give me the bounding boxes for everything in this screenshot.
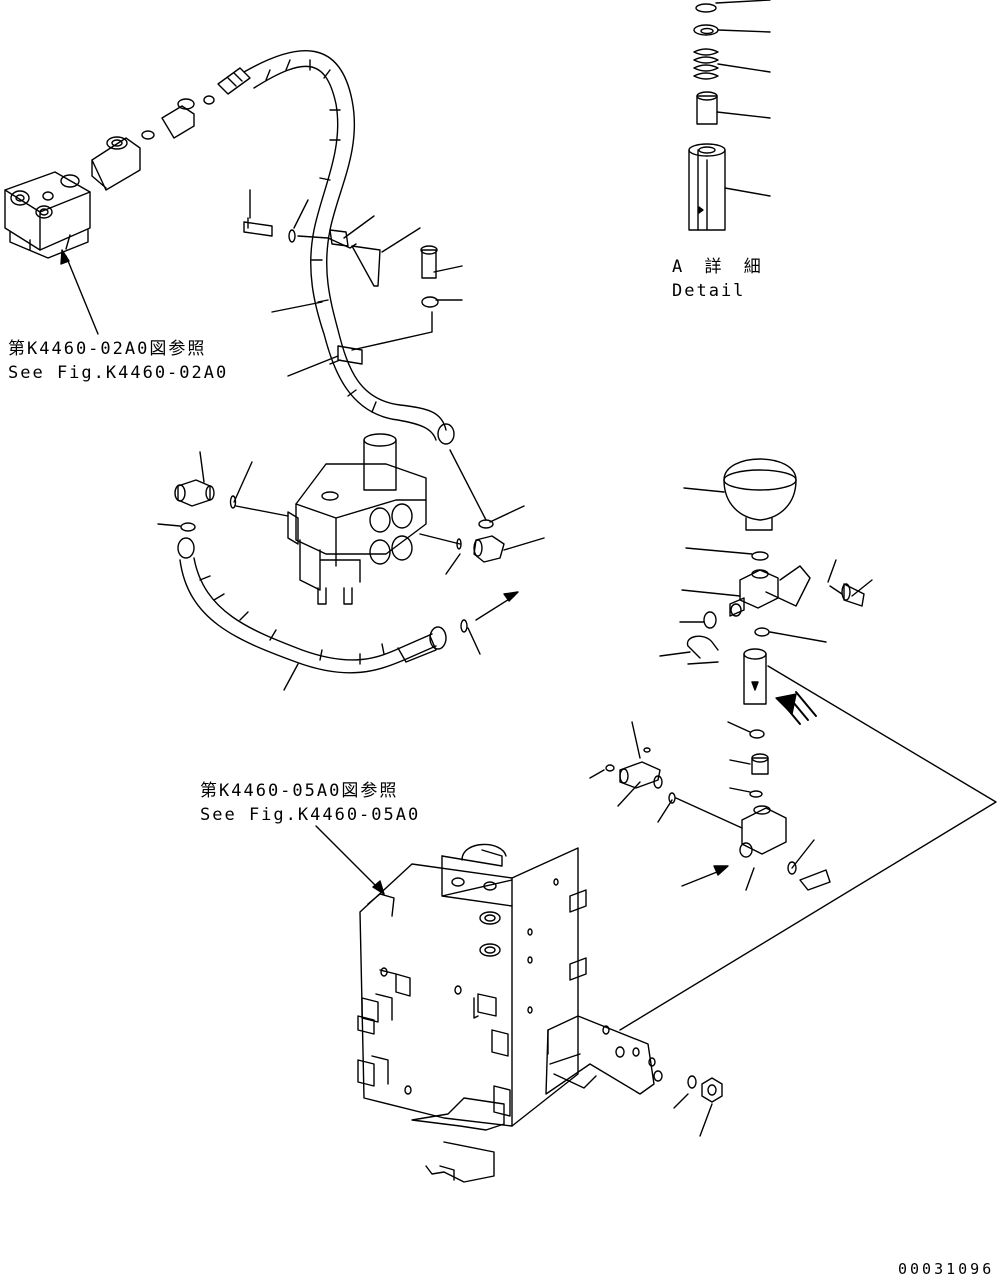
reference-2-english: See Fig.K4460-05A0 bbox=[200, 805, 421, 825]
control-valve bbox=[287, 433, 427, 605]
reference-1-english: See Fig.K4460-02A0 bbox=[8, 363, 229, 383]
valve-fittings bbox=[157, 449, 545, 655]
reference-2-japanese: 第K4460-05A0図参照 bbox=[200, 781, 399, 801]
upper-hose bbox=[243, 50, 455, 445]
detail-a-assembly bbox=[688, 0, 771, 231]
flow-arrow-2 bbox=[681, 865, 729, 887]
left-valve-block bbox=[4, 67, 251, 259]
accumulator-assembly bbox=[589, 458, 873, 891]
reference-leader-1 bbox=[60, 249, 99, 335]
detail-a-subtitle: Detail bbox=[672, 281, 746, 301]
reference-1-japanese: 第K4460-02A0図参照 bbox=[8, 339, 207, 359]
nut-and-washer bbox=[673, 1075, 723, 1137]
reference-leader-2 bbox=[315, 825, 385, 895]
flow-arrow-1 bbox=[475, 591, 519, 621]
hose-clamp-parts bbox=[243, 189, 463, 377]
drawing-number: 00031096 bbox=[898, 1260, 995, 1275]
lower-hose bbox=[177, 537, 447, 691]
detail-a-title: A 詳 細 bbox=[672, 257, 767, 277]
detail-a-indicator bbox=[619, 665, 997, 1031]
mounting-bracket bbox=[357, 843, 663, 1183]
